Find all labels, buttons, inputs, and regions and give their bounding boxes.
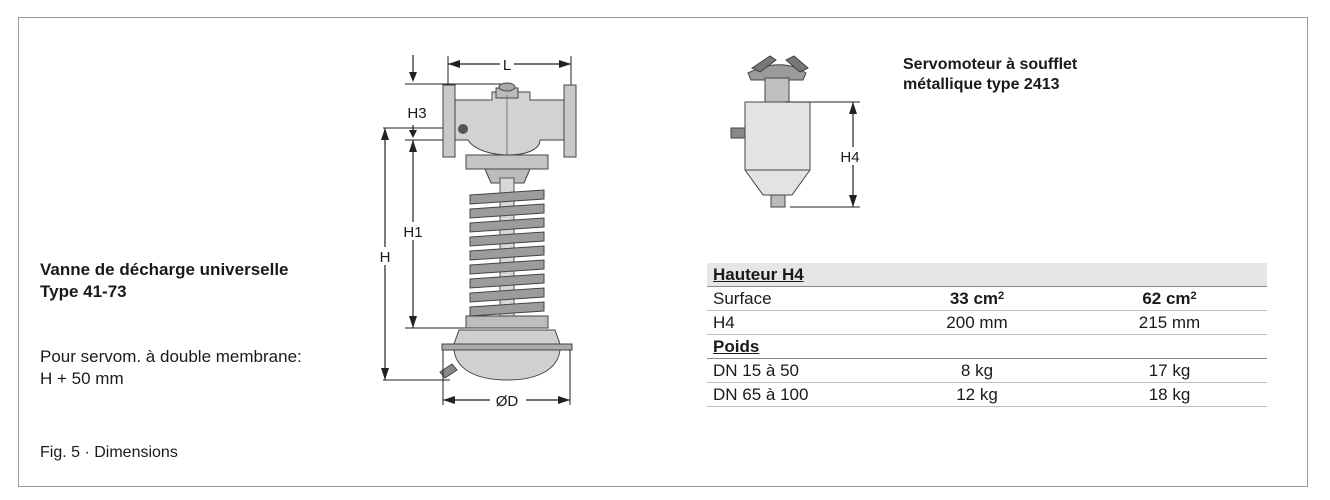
table-section-weight: Poids xyxy=(707,334,1267,359)
spec-table: Hauteur H4 Surface 33 cm2 62 cm2 H4 200 … xyxy=(707,263,1267,407)
row-dn2-label: DN 65 à 100 xyxy=(707,382,882,407)
row-dn1-label: DN 15 à 50 xyxy=(707,358,882,383)
valve-note-line1: Pour servom. à double membrane: xyxy=(40,347,302,366)
section-height-label: Hauteur H4 xyxy=(707,263,1267,287)
table-row: DN 15 à 50 8 kg 17 kg xyxy=(707,358,1267,383)
table-section-height: Hauteur H4 xyxy=(707,263,1267,287)
valve-title-line1: Vanne de décharge universelle xyxy=(40,260,289,279)
surface-value-1: 33 cm2 xyxy=(882,286,1072,311)
dim-label-L: L xyxy=(503,57,511,74)
valve-note: Pour servom. à double membrane: H + 50 m… xyxy=(40,346,302,390)
dim-label-H3: H3 xyxy=(407,105,426,122)
actuator-title: Servomoteur à soufflet métallique type 2… xyxy=(903,55,1077,95)
surface-value-2: 62 cm2 xyxy=(1072,286,1267,311)
valve-drawing: L H3 H H1 xyxy=(377,55,577,410)
dn2-value-1: 12 kg xyxy=(882,382,1072,407)
dn1-value-1: 8 kg xyxy=(882,358,1072,383)
dn2-value-2: 18 kg xyxy=(1072,382,1267,407)
valve-note-line2: H + 50 mm xyxy=(40,369,124,388)
h4-value-1: 200 mm xyxy=(882,310,1072,335)
figure-caption: Fig. 5 · Dimensions xyxy=(40,444,178,461)
dim-label-OD: ØD xyxy=(496,393,519,410)
dn1-value-2: 17 kg xyxy=(1072,358,1267,383)
actuator-drawing: H4 xyxy=(730,55,869,208)
dim-label-H: H xyxy=(380,249,391,266)
valve-title-line2: Type 41-73 xyxy=(40,282,127,301)
row-h4-label: H4 xyxy=(707,310,882,335)
table-row: DN 65 à 100 12 kg 18 kg xyxy=(707,382,1267,407)
table-row: Surface 33 cm2 62 cm2 xyxy=(707,286,1267,311)
section-weight-label: Poids xyxy=(707,334,1267,359)
table-row: H4 200 mm 215 mm xyxy=(707,310,1267,335)
dim-label-H1: H1 xyxy=(403,224,422,241)
actuator-title-line1: Servomoteur à soufflet xyxy=(903,56,1078,73)
h4-value-2: 215 mm xyxy=(1072,310,1267,335)
dim-label-H4: H4 xyxy=(840,149,859,166)
valve-title: Vanne de décharge universelle Type 41-73 xyxy=(40,259,289,303)
actuator-title-line2: métallique type 2413 xyxy=(903,76,1060,93)
row-surface-label: Surface xyxy=(707,286,882,311)
figure-frame xyxy=(18,17,1308,487)
